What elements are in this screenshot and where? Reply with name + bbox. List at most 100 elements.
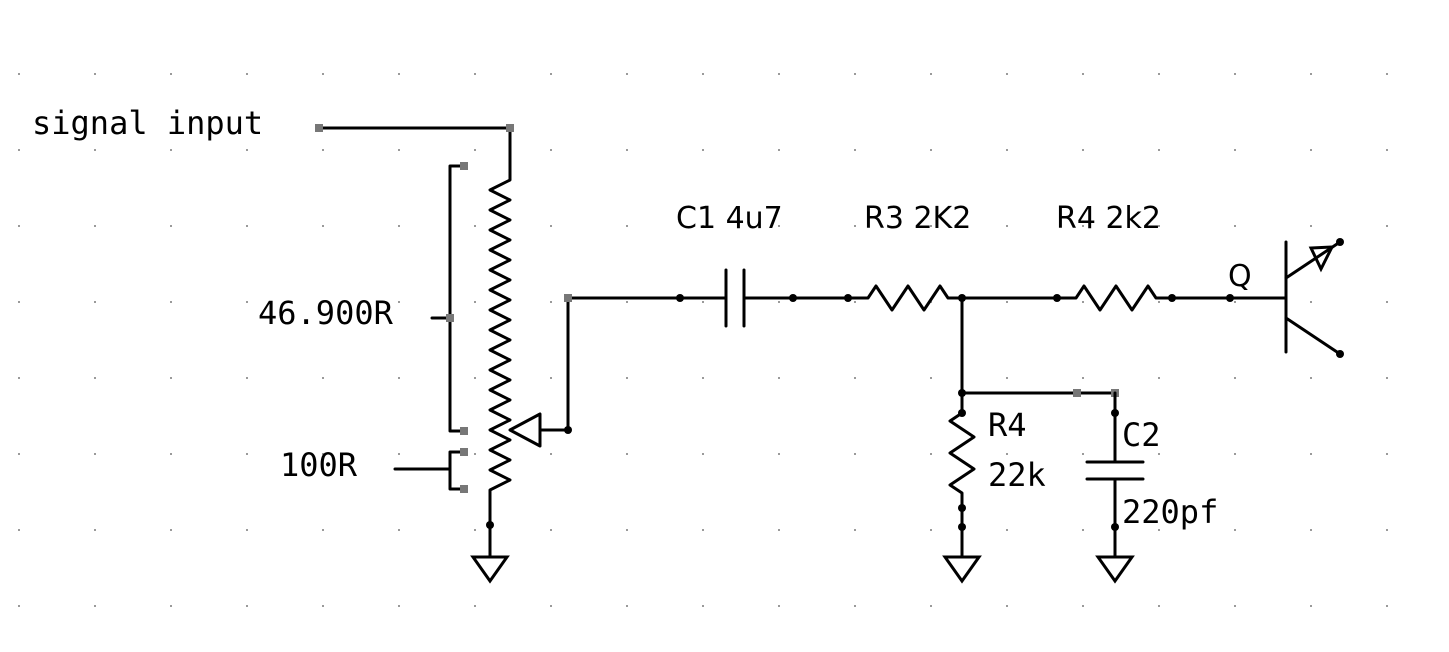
grid-dot (626, 453, 628, 455)
grid-dot (1234, 301, 1236, 303)
grid-dot (778, 377, 780, 379)
grid-dot (702, 377, 704, 379)
potentiometer (488, 168, 682, 527)
grid-dot (1082, 529, 1084, 531)
pot-lower-label: 100R (280, 446, 358, 484)
grid-dot (1310, 605, 1312, 607)
grid-dots (18, 73, 1388, 607)
c1-label: C1 4u7 (676, 201, 783, 236)
shunt-wire (958, 296, 1119, 397)
grid-dot (1310, 453, 1312, 455)
grid-dot (1006, 453, 1008, 455)
grid-dot (550, 149, 552, 151)
grid-dot (1006, 529, 1008, 531)
grid-dot (854, 529, 856, 531)
grid-dot (702, 605, 704, 607)
grid-dot (930, 529, 932, 531)
grid-dot (322, 149, 324, 151)
grid-dot (398, 453, 400, 455)
signal-input-wire (315, 124, 514, 172)
grid-dot (626, 605, 628, 607)
capacitor-c1 (676, 268, 850, 328)
grid-dot (18, 149, 20, 151)
grid-dot (246, 149, 248, 151)
grid-dot (778, 529, 780, 531)
grid-dot (702, 225, 704, 227)
grid-dot (1234, 453, 1236, 455)
grid-dot (246, 225, 248, 227)
grid-dot (1386, 529, 1388, 531)
grid-dot (1082, 225, 1084, 227)
q-label: Q (1228, 259, 1252, 294)
grid-dot (1006, 225, 1008, 227)
grid-dot (474, 377, 476, 379)
grid-dot (1386, 377, 1388, 379)
c2-name-label: C2 (1122, 416, 1161, 454)
grid-dot (1158, 73, 1160, 75)
grid-dot (930, 377, 932, 379)
ground-symbol-r4 (942, 555, 982, 584)
grid-dot (1234, 377, 1236, 379)
grid-dot (94, 529, 96, 531)
grid-dot (1158, 225, 1160, 227)
grid-dot (322, 377, 324, 379)
grid-dot (94, 453, 96, 455)
grid-dot (474, 529, 476, 531)
grid-dot (854, 225, 856, 227)
grid-dot (398, 377, 400, 379)
grid-dot (398, 225, 400, 227)
grid-dot (18, 605, 20, 607)
grid-dot (930, 225, 932, 227)
resistor-r3 (844, 284, 966, 312)
grid-dot (1158, 605, 1160, 607)
grid-dot (1386, 301, 1388, 303)
grid-dot (1310, 301, 1312, 303)
grid-dot (1082, 453, 1084, 455)
grid-dot (170, 225, 172, 227)
grid-dot (1386, 225, 1388, 227)
grid-dot (626, 149, 628, 151)
grid-dot (246, 605, 248, 607)
grid-dot (1082, 301, 1084, 303)
grid-dot (94, 73, 96, 75)
grid-dot (170, 377, 172, 379)
grid-dot (778, 301, 780, 303)
grid-dot (778, 73, 780, 75)
grid-dot (398, 529, 400, 531)
grid-dot (18, 225, 20, 227)
grid-dot (702, 301, 704, 303)
grid-dot (550, 225, 552, 227)
grid-dot (474, 301, 476, 303)
grid-dot (322, 605, 324, 607)
r3-label: R3 2K2 (864, 201, 971, 236)
grid-dot (778, 149, 780, 151)
grid-dot (930, 605, 932, 607)
grid-dot (550, 453, 552, 455)
grid-dot (550, 605, 552, 607)
grid-dot (170, 529, 172, 531)
grid-dot (94, 301, 96, 303)
grid-dot (702, 149, 704, 151)
grid-dot (94, 605, 96, 607)
grid-dot (94, 149, 96, 151)
resistor-r4-shunt (948, 391, 976, 559)
grid-dot (1158, 301, 1160, 303)
grid-dot (930, 149, 932, 151)
grid-dot (1310, 529, 1312, 531)
grid-dot (322, 301, 324, 303)
grid-dot (18, 453, 20, 455)
grid-dot (854, 377, 856, 379)
pot-lower-bracket (393, 448, 468, 493)
grid-dot (550, 377, 552, 379)
grid-dot (626, 73, 628, 75)
grid-dot (398, 605, 400, 607)
grid-dot (18, 529, 20, 531)
grid-dot (854, 301, 856, 303)
grid-dot (854, 453, 856, 455)
grid-dot (550, 301, 552, 303)
grid-dot (322, 73, 324, 75)
grid-dot (18, 301, 20, 303)
grid-dot (1386, 605, 1388, 607)
grid-dot (170, 453, 172, 455)
grid-dot (94, 377, 96, 379)
